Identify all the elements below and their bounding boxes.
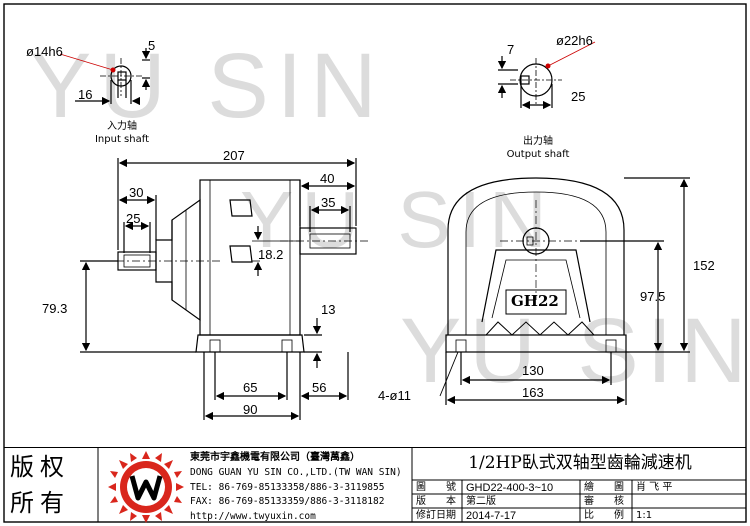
input-key-depth-label: 16: [78, 87, 93, 102]
output-shaft-section: [497, 41, 596, 110]
nameplate-label: GH22: [511, 292, 559, 310]
value-revision-date: 2014-7-17: [466, 510, 517, 522]
company-tel: TEL: 86-769-85133358/886-3-3119855: [190, 482, 385, 493]
input-shaft-caption-en: Input shaft: [94, 133, 149, 145]
sheet-border: [3, 3, 747, 523]
base-length-label: 90: [243, 402, 258, 417]
output-key-length-label: 35: [321, 195, 336, 210]
output-key-depth-label: 25: [571, 89, 586, 104]
watermark-middle: YU SIN: [240, 175, 555, 264]
output-diameter-label: ø22h6: [556, 33, 593, 48]
output-shaft-length-label: 40: [320, 171, 335, 186]
output-shaft-caption: 出力轴 Output shaft: [500, 136, 576, 161]
company-name-cn: 東莞市宇鑫機電有限公司（臺灣萬鑫）: [190, 452, 360, 463]
overall-length-label: 207: [223, 148, 245, 163]
center-height-label: 97.5: [640, 289, 666, 304]
base-width-label: 163: [522, 385, 544, 400]
hole-spacing-label: 65: [243, 380, 258, 395]
label-version: 版 本: [416, 496, 456, 507]
input-diameter-label: ø14h6: [26, 44, 63, 59]
value-drawing-no: GHD22-400-3~10: [466, 482, 554, 494]
input-shaft-caption-cn: 入力轴: [107, 121, 137, 132]
input-shaft-length-label: 30: [129, 185, 144, 200]
label-drawn-by: 繪 圖: [584, 482, 624, 493]
input-center-height-label: 79.3: [42, 301, 68, 316]
base-thickness-label: 13: [321, 302, 336, 317]
value-drawn-by: 肖 飞 平: [636, 482, 673, 493]
value-version: 第二版: [466, 496, 496, 507]
company-logo: [108, 451, 184, 523]
copyright-line-1: 版权: [10, 453, 70, 481]
label-reviewed-by: 審 核: [584, 496, 624, 507]
input-shaft-caption: 入力轴 Input shaft: [90, 121, 154, 146]
company-name-en: DONG GUAN YU SIN CO.,LTD.(TW WAN SIN): [190, 467, 402, 478]
title-block: 版权 所有 東莞市宇鑫機電有限公司（臺灣萬鑫） DONG GUAN YU SIN…: [0, 447, 750, 526]
input-key-width-label: 5: [148, 38, 156, 53]
value-scale: 1:1: [636, 510, 653, 521]
label-drawing-no: 圖 號: [416, 482, 456, 493]
output-shaft-caption-cn: 出力轴: [523, 136, 553, 147]
output-shaft-caption-en: Output shaft: [506, 148, 570, 160]
company-fax: FAX: 86-769-85133359/886-3-3118182: [190, 496, 385, 507]
shaft-offset-label: 18.2: [258, 247, 284, 262]
watermark-top: YU SIN: [30, 35, 385, 137]
base-to-edge-label: 56: [312, 380, 327, 395]
mounting-holes-label: 4-ø11: [378, 388, 411, 403]
side-view: [80, 158, 370, 421]
front-view: [439, 177, 690, 405]
output-key-width-label: 7: [507, 42, 515, 57]
drawing-title: 1/2HP臥式双轴型齒輪減速机: [468, 453, 692, 473]
input-shaft-section: [59, 48, 151, 106]
input-key-length-label: 25: [126, 211, 141, 226]
copyright-line-2: 所有: [10, 489, 70, 517]
label-scale: 比 例: [584, 510, 624, 521]
height-label: 152: [693, 258, 715, 273]
company-url[interactable]: http://www.twyuxin.com: [190, 511, 316, 522]
front-hole-spacing-label: 130: [522, 363, 544, 378]
label-revision-date: 修訂日期: [416, 510, 456, 521]
